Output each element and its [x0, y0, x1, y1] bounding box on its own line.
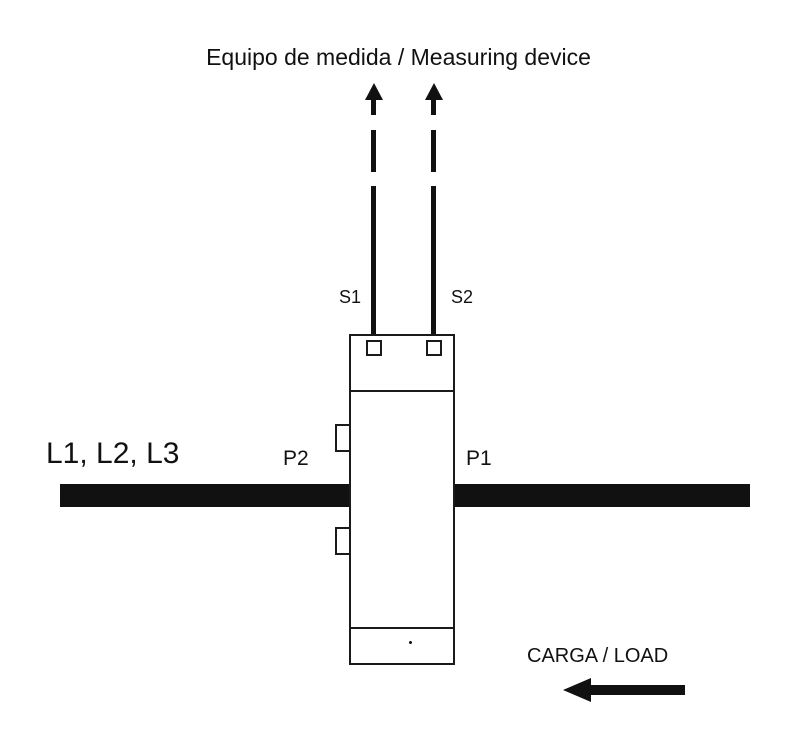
wire-segment: [431, 186, 436, 338]
terminal-label-p2: P2: [283, 447, 309, 470]
arrow-shaft: [590, 685, 685, 695]
device-bottom-divider: [351, 627, 453, 629]
terminal-label-p1: P1: [466, 447, 492, 470]
up-arrow-icon: [365, 83, 383, 100]
terminal-label-s2: S2: [451, 287, 474, 307]
terminal-label-s1: S1: [339, 287, 362, 307]
left-arrow-icon: [563, 678, 591, 702]
up-arrow-icon: [425, 83, 443, 100]
wire-segment: [431, 130, 436, 172]
device-marker-dot: [409, 641, 412, 644]
wire-segment: [431, 100, 436, 115]
terminal-s2-connector: [426, 340, 442, 356]
diagram-title: Equipo de medida / Measuring device: [206, 44, 591, 70]
load-label: CARGA / LOAD: [527, 645, 669, 667]
wire-segment: [371, 186, 376, 338]
terminal-s1-connector: [366, 340, 382, 356]
wire-segment: [371, 130, 376, 172]
wire-segment: [371, 100, 376, 115]
lines-label: L1, L2, L3: [46, 437, 180, 470]
current-transformer-body: [349, 334, 455, 665]
device-top-divider: [351, 390, 453, 392]
